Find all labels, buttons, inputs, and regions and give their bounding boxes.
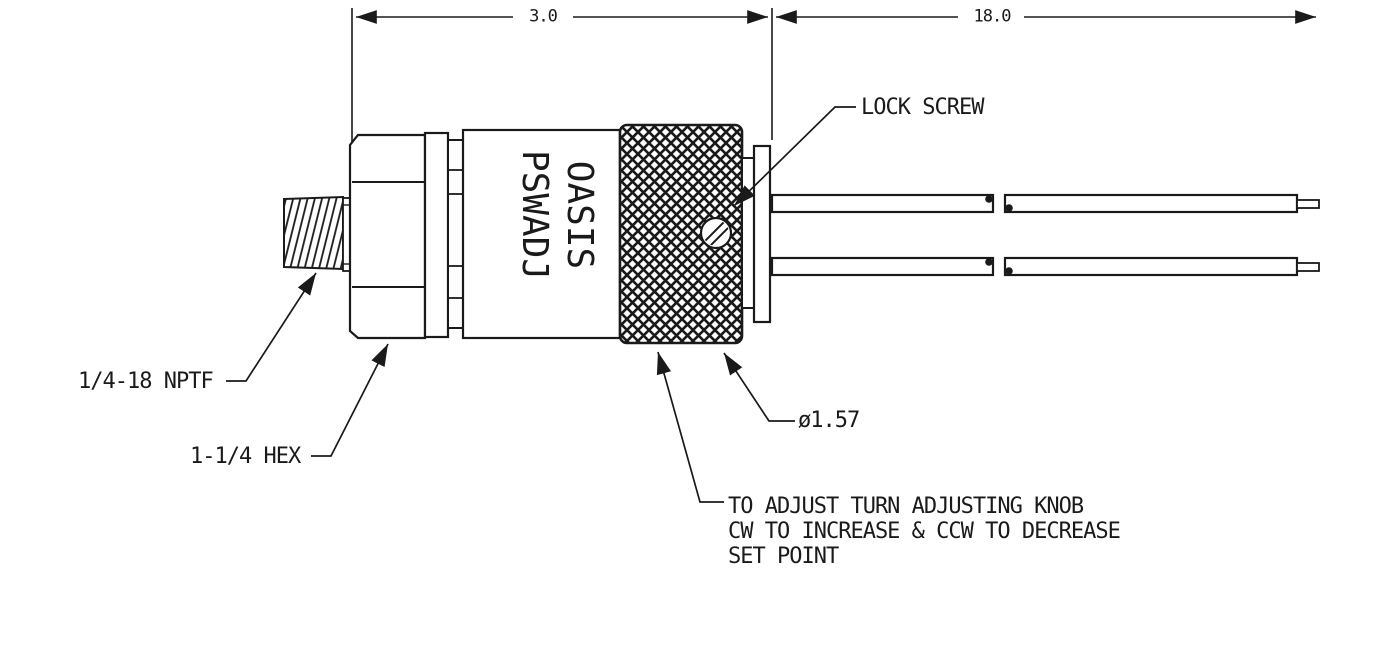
washer-plate (423, 131, 450, 339)
lock-screw (699, 216, 733, 250)
wire-break-dot (1005, 267, 1013, 275)
wire-break-dot (985, 258, 993, 266)
dimension-body-length: 3.0 (527, 6, 559, 27)
wire-break-dot (985, 195, 993, 203)
label-lock-screw: LOCK SCREW (861, 95, 984, 120)
adjust-note-line-3: SET POINT (728, 544, 839, 569)
wire-bottom-segment-2 (1003, 256, 1299, 277)
adjust-note-line-1: TO ADJUST TURN ADJUSTING KNOB (728, 494, 1084, 519)
body-marking-line-2: PSWADJ (514, 149, 555, 281)
wire-bottom-stripped-end (1296, 262, 1320, 272)
leader-adjust-note (656, 351, 724, 503)
leader-lock-screw (733, 106, 856, 207)
label-hex: 1-1/4 HEX (190, 444, 301, 469)
dimension-lead-length: 18.0 (971, 6, 1013, 27)
pipe-thread (283, 195, 344, 271)
wire-top-segment-1 (770, 193, 995, 214)
wire-top-stripped-end (1296, 199, 1320, 209)
wire-bottom-segment-1 (770, 256, 995, 277)
knob-neck (741, 157, 755, 309)
body-marking: OASIS PSWADJ (512, 150, 602, 280)
label-knob-diameter: ø1.57 (798, 408, 860, 433)
adjust-note: TO ADJUST TURN ADJUSTING KNOB CW TO INCR… (728, 494, 1121, 569)
wire-break-dot (1005, 204, 1013, 212)
rear-flange (752, 144, 772, 324)
leader-diameter (723, 352, 795, 422)
hex-nut (348, 133, 427, 340)
body-marking-line-1: OASIS (559, 160, 600, 270)
adjust-note-line-2: CW TO INCREASE & CCW TO DECREASE (728, 519, 1121, 544)
wire-top-segment-2 (1003, 193, 1299, 214)
leader-hex (311, 343, 389, 457)
switch-body (461, 128, 622, 340)
spacer-stack (447, 139, 464, 329)
label-thread: 1/4-18 NPTF (78, 369, 214, 394)
leader-thread (226, 272, 317, 382)
